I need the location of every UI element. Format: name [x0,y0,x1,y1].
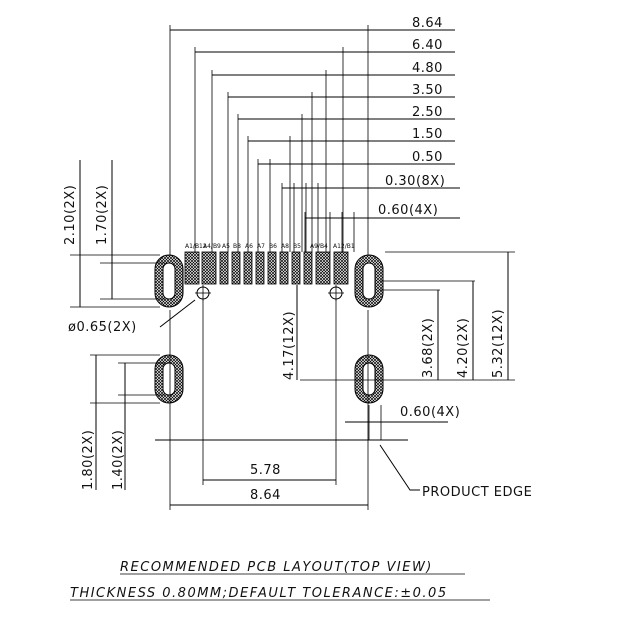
dim-left-2-10: 2.10(2X) [63,185,78,245]
dim-top-2-50: 2.50 [412,105,443,120]
dim-top-8-64: 8.64 [412,16,443,31]
top-dimension-group [169,25,460,255]
pin-label: A6 [245,243,253,250]
dim-left-1-40: 1.40(2X) [111,430,126,490]
slot-upper-left [154,254,184,308]
dim-right-4-20: 4.20(2X) [456,318,471,378]
pin-label: A12/B1 [333,243,355,250]
right-dimension-group [300,251,515,381]
hole-leader-line [159,299,196,328]
dim-pitch-0-30: 0.30(8X) [385,174,445,189]
dim-top-4-80: 4.80 [412,61,443,76]
bottom-dimension-group [169,300,369,510]
pin-label: B5 [293,243,301,250]
slot-lower-left [154,354,184,404]
smd-pad [267,251,277,285]
pin-label: A8 [281,243,289,250]
pin-label: A1/B12 [185,243,207,250]
dim-top-0-50: 0.50 [412,150,443,165]
smd-pad [279,251,289,285]
product-edge-label: PRODUCT EDGE [422,485,532,500]
dim-left-1-80: 1.80(2X) [81,430,96,490]
left-dimension-group [70,160,165,490]
smd-pad [315,251,331,285]
pin-label: A7 [257,243,265,250]
smd-pad [255,251,265,285]
product-edge-leader [379,444,420,491]
dim-center-4-17: 4.17(12X) [282,311,297,380]
pin-label: B8 [233,243,241,250]
smd-pad [303,251,313,285]
smd-pad [219,251,229,285]
smd-pad [243,251,253,285]
slot-upper-right [354,254,384,308]
slot-lower-right [354,354,384,404]
dim-right-5-32: 5.32(12X) [491,309,506,378]
smd-pad [184,251,200,285]
pin-label: B6 [269,243,277,250]
dim-pad-0-60-bottom: 0.60(4X) [400,405,460,420]
pin-label: A9/B4 [310,243,328,250]
pin-label-row: A1/B12 A4/B9 A5 B8 A6 A7 B6 A8 B5 A9/B4 … [185,243,355,250]
caption-subtitle: THICKNESS 0.80MM;DEFAULT TOLERANCE:±0.05 [70,586,448,601]
caption-title: RECOMMENDED PCB LAYOUT(TOP VIEW) [120,560,433,575]
dim-left-1-70: 1.70(2X) [95,185,110,245]
dim-top-1-50: 1.50 [412,127,443,142]
smd-pad [291,251,301,285]
pin-label: A5 [222,243,230,250]
dim-top-3-50: 3.50 [412,83,443,98]
pin-label: A4/B9 [203,243,221,250]
dim-top-6-40: 6.40 [412,38,443,53]
smd-pad [231,251,241,285]
dim-hole-diameter: ø0.65(2X) [68,320,137,335]
dim-bottom-8-64: 8.64 [250,488,281,503]
dim-bottom-5-78: 5.78 [250,463,281,478]
smd-pad [333,251,349,285]
smd-pad [201,251,217,285]
smd-pad-row [184,251,349,285]
dim-right-3-68: 3.68(2X) [421,318,436,378]
dim-pad-0-60-top: 0.60(4X) [378,203,438,218]
